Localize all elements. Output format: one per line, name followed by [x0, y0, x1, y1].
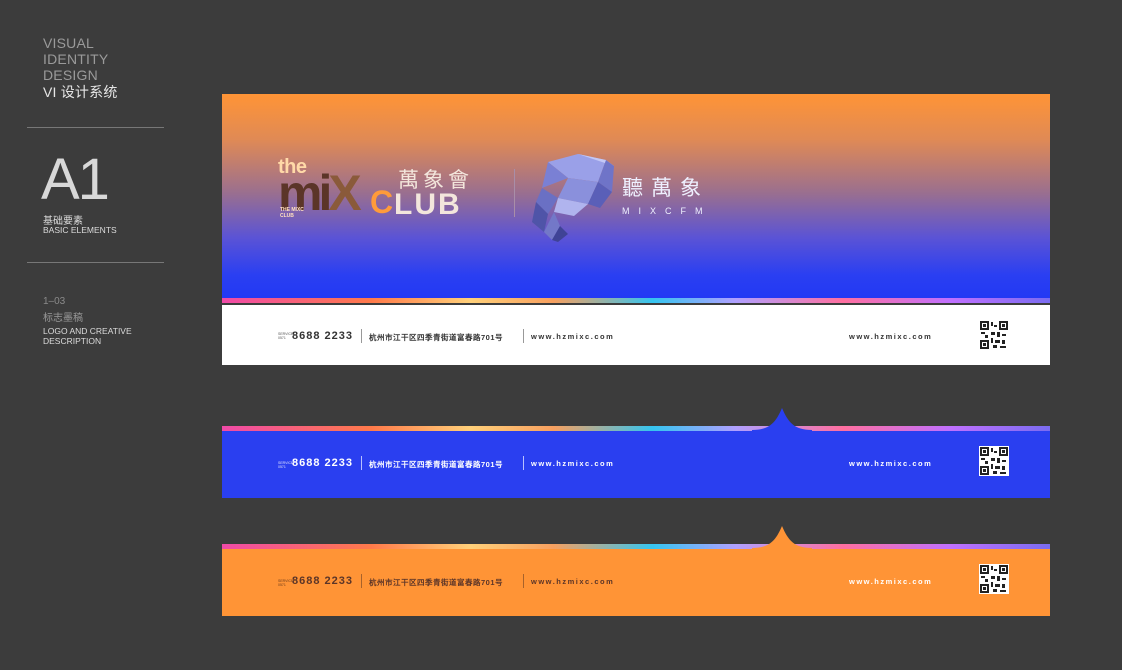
- website-right: www.hzmixc.com: [849, 332, 933, 341]
- service-label-line: SERVICE: [278, 579, 294, 583]
- logo-c: C: [370, 184, 394, 220]
- subsection-en: LOGO AND CREATIVE DESCRIPTION: [43, 326, 132, 346]
- service-label: SERVICE 0571: [278, 332, 293, 340]
- logo-mi: mi: [278, 165, 332, 221]
- service-label-line: 0571: [278, 336, 286, 340]
- divider: [27, 127, 164, 128]
- gradient-stripe: [222, 544, 1050, 549]
- logo-subtitle: THE MIXC CLUB: [280, 207, 304, 219]
- elephant-logo-icon: [532, 154, 614, 242]
- subsection-en-line: LOGO AND CREATIVE: [43, 326, 132, 336]
- section-code-en: BASIC ELEMENTS: [43, 225, 117, 235]
- service-label-line: 0571: [278, 583, 286, 587]
- phone-number: 8688 2233: [292, 330, 353, 342]
- logo-subtitle-line: THE MIXC: [280, 207, 304, 213]
- info-panel-blue: SERVICE 0571 8688 2233 杭州市江干区四季青街道富春路701…: [222, 408, 1050, 498]
- separator: [361, 329, 362, 343]
- website: www.hzmixc.com: [531, 459, 615, 468]
- phone-number: 8688 2233: [292, 575, 353, 587]
- service-label-line: SERVICE: [278, 332, 294, 336]
- phone-number: 8688 2233: [292, 457, 353, 469]
- vi-header: VISUAL IDENTITY DESIGN VI 设计系统: [43, 35, 118, 100]
- logo-x: X: [328, 165, 361, 221]
- qr-code-icon: [979, 320, 1009, 350]
- website: www.hzmixc.com: [531, 577, 615, 586]
- separator: [361, 456, 362, 470]
- peak-notch: [752, 408, 812, 434]
- info-panel-orange: SERVICE 0571 8688 2233 杭州市江干区四季青街道富春路701…: [222, 526, 1050, 616]
- vi-header-line-1: VISUAL: [43, 35, 94, 51]
- contact-row: SERVICE 0571 8688 2233 杭州市江干区四季青街道富春路701…: [222, 305, 1050, 365]
- service-label-line: 0571: [278, 465, 286, 469]
- section-code-cn: 基础要素: [43, 216, 83, 227]
- service-label-line: SERVICE: [278, 461, 294, 465]
- cfm-title-en: MIXCFM: [622, 206, 712, 216]
- separator: [361, 574, 362, 588]
- vi-header-line-2: IDENTITY: [43, 51, 109, 67]
- website-right: www.hzmixc.com: [849, 577, 933, 586]
- logo-subtitle-line: CLUB: [280, 213, 294, 219]
- divider: [27, 262, 164, 263]
- service-label: SERVICE 0571: [278, 579, 293, 587]
- sidebar: VISUAL IDENTITY DESIGN VI 设计系统 A1 基础要素 B…: [0, 0, 170, 670]
- address: 杭州市江干区四季青街道富春路701号: [369, 460, 504, 469]
- hero-panel: the miX THE MIXC CLUB C LUB 萬象會 聽萬象 MIXC…: [222, 94, 1050, 303]
- contact-row: SERVICE 0571 8688 2233 杭州市江干区四季青街道富春路701…: [222, 544, 1050, 616]
- website: www.hzmixc.com: [531, 332, 615, 341]
- info-panel-white: SERVICE 0571 8688 2233 杭州市江干区四季青街道富春路701…: [222, 305, 1050, 365]
- cfm-title-cn: 聽萬象: [622, 177, 709, 200]
- address: 杭州市江干区四季青街道富春路701号: [369, 333, 504, 342]
- website-right: www.hzmixc.com: [849, 459, 933, 468]
- subsection-cn: 标志墨稿: [43, 313, 83, 324]
- peak-notch: [752, 526, 812, 552]
- logo-cn: 萬象會: [398, 169, 473, 192]
- separator: [523, 456, 524, 470]
- contact-row: SERVICE 0571 8688 2233 杭州市江干区四季青街道富春路701…: [222, 426, 1050, 498]
- gradient-stripe: [222, 298, 1050, 303]
- address: 杭州市江干区四季青街道富春路701号: [369, 578, 504, 587]
- service-label: SERVICE 0571: [278, 461, 293, 469]
- subsection-number: 1–03: [43, 296, 66, 307]
- vi-header-cn: VI 设计系统: [43, 84, 118, 100]
- qr-code-icon: [979, 564, 1009, 594]
- logo-mix: miX: [278, 165, 362, 221]
- logo-club: LUB: [394, 188, 462, 221]
- vi-header-line-3: DESIGN: [43, 67, 98, 83]
- separator: [523, 574, 524, 588]
- qr-code-icon: [979, 446, 1009, 476]
- section-code: A1: [41, 147, 110, 212]
- separator: [523, 329, 524, 343]
- gradient-stripe: [222, 426, 1050, 431]
- subsection-en-line: DESCRIPTION: [43, 336, 102, 346]
- logo-the: the: [278, 156, 307, 178]
- logo-divider: [514, 169, 515, 217]
